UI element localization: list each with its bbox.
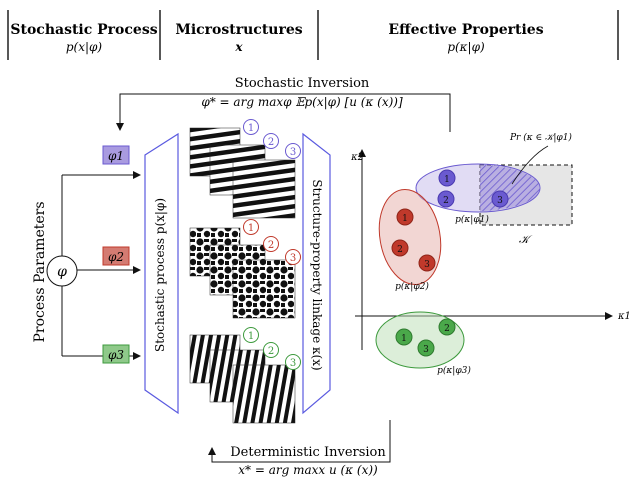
micro-number: 1 bbox=[248, 331, 254, 342]
root-symbol: φ bbox=[57, 264, 67, 280]
header-col1-formula: p(x|φ) bbox=[66, 40, 103, 54]
param-phi3-label: φ3 bbox=[108, 348, 124, 362]
micro-number: 2 bbox=[268, 346, 274, 357]
cluster-points: 1 2 3 1 2 3 1 2 3 bbox=[391, 169, 509, 357]
linkage-shape bbox=[302, 132, 331, 415]
point-label: 3 bbox=[423, 345, 429, 355]
micro-number-circle bbox=[285, 354, 301, 370]
stochastic-process-label: Stochastic process p(x|φ) bbox=[153, 198, 167, 352]
point-label: 2 bbox=[443, 196, 449, 206]
micro-1-3 bbox=[232, 159, 296, 219]
header-col2-formula: x bbox=[234, 40, 243, 54]
micro-number: 2 bbox=[268, 240, 274, 251]
micro-number: 3 bbox=[290, 147, 296, 158]
stochastic-inversion-loop: Stochastic Inversion φ* = arg maxφ 𝔼p(x|… bbox=[116, 76, 451, 132]
root-node bbox=[46, 255, 78, 287]
param-phi2-box bbox=[102, 246, 130, 266]
point-label: 2 bbox=[397, 245, 403, 255]
point-phi2-1 bbox=[396, 208, 414, 226]
point-phi1-1 bbox=[438, 169, 456, 187]
micro-number-circle bbox=[285, 249, 301, 265]
process-parameters: Process Parameters φ φ1 φ2 φ3 bbox=[32, 145, 141, 364]
point-label: 1 bbox=[402, 214, 408, 224]
point-label: 3 bbox=[424, 260, 430, 270]
stochastic-process-shape bbox=[144, 132, 179, 415]
micro-number-circle bbox=[263, 133, 279, 149]
point-phi1-2 bbox=[437, 190, 455, 208]
param-phi2-label: φ2 bbox=[108, 250, 124, 264]
target-region-label: 𝒦 bbox=[519, 233, 533, 246]
point-phi3-2 bbox=[438, 318, 456, 336]
micro-number-circle bbox=[263, 236, 279, 252]
micro-number-circle bbox=[263, 342, 279, 358]
linkage-box: Structure-property linkage κ(x) bbox=[302, 132, 331, 415]
micro-number: 1 bbox=[248, 223, 254, 234]
point-phi3-1 bbox=[395, 328, 413, 346]
deterministic-inversion-arrow bbox=[208, 420, 391, 463]
cluster-phi1-label: p(κ|φ1) bbox=[455, 214, 489, 225]
deterministic-inversion-formula: x* = arg maxx u (κ (x)) bbox=[238, 463, 378, 477]
point-phi2-3 bbox=[418, 254, 436, 272]
micro-number-circle bbox=[243, 219, 259, 235]
param-phi1-label: φ1 bbox=[108, 149, 124, 163]
x-axis-label: κ1 bbox=[617, 311, 631, 322]
point-phi2-2 bbox=[391, 239, 409, 257]
header-col3-title: Effective Properties bbox=[388, 22, 543, 38]
header-col2-title: Microstructures bbox=[175, 22, 302, 38]
point-label: 2 bbox=[444, 324, 450, 334]
point-label: 1 bbox=[444, 175, 450, 185]
micro-number-circle bbox=[243, 119, 259, 135]
probability-label: Pr (κ ∈ 𝒦|φ1) bbox=[509, 132, 572, 143]
micro-3-3 bbox=[232, 364, 296, 424]
deterministic-inversion-title: Deterministic Inversion bbox=[230, 445, 386, 460]
micro-2-3 bbox=[232, 259, 296, 319]
header: Stochastic Process p(x|φ) Microstructure… bbox=[7, 10, 619, 60]
cluster-phi3-label: p(κ|φ3) bbox=[437, 365, 471, 376]
cluster-phi2-label: p(κ|φ2) bbox=[395, 281, 429, 292]
linkage-label: Structure-property linkage κ(x) bbox=[310, 179, 324, 370]
microstructures: 1 2 3 1 2 3 1 2 3 bbox=[189, 119, 301, 424]
y-axis-label: κ2 bbox=[350, 152, 364, 163]
param-phi3-box bbox=[102, 344, 130, 364]
point-phi3-3 bbox=[417, 339, 435, 357]
header-col1-title: Stochastic Process bbox=[10, 22, 157, 38]
micro-number-circle bbox=[285, 143, 301, 159]
header-col3-formula: p(κ|φ) bbox=[447, 40, 485, 54]
stochastic-inversion-title: Stochastic Inversion bbox=[235, 76, 370, 91]
stochastic-process-box: Stochastic process p(x|φ) bbox=[144, 132, 179, 415]
micro-number: 3 bbox=[290, 253, 296, 264]
micro-number: 1 bbox=[248, 123, 254, 134]
probability-pointer bbox=[511, 145, 549, 185]
point-label: 1 bbox=[401, 334, 407, 344]
stochastic-inversion-formula: φ* = arg maxφ 𝔼p(x|φ) [u (κ (x))] bbox=[201, 95, 403, 109]
deterministic-inversion-loop: Deterministic Inversion x* = arg maxx u … bbox=[208, 420, 391, 477]
property-space: κ2 κ1 𝒦 p(κ|φ1) p(κ|φ2) p(κ|φ3) 1 2 3 1 … bbox=[350, 132, 631, 376]
micro-number-group: 1 2 3 1 2 3 1 2 3 bbox=[243, 119, 301, 370]
point-phi1-3 bbox=[491, 190, 509, 208]
micro-number: 2 bbox=[268, 137, 274, 148]
micro-number: 3 bbox=[290, 358, 296, 369]
micro-number-circle bbox=[243, 327, 259, 343]
param-phi1-box bbox=[102, 145, 130, 165]
stochastic-inversion-arrow bbox=[116, 93, 451, 132]
process-parameters-label: Process Parameters bbox=[32, 201, 48, 342]
point-label: 3 bbox=[497, 196, 503, 206]
